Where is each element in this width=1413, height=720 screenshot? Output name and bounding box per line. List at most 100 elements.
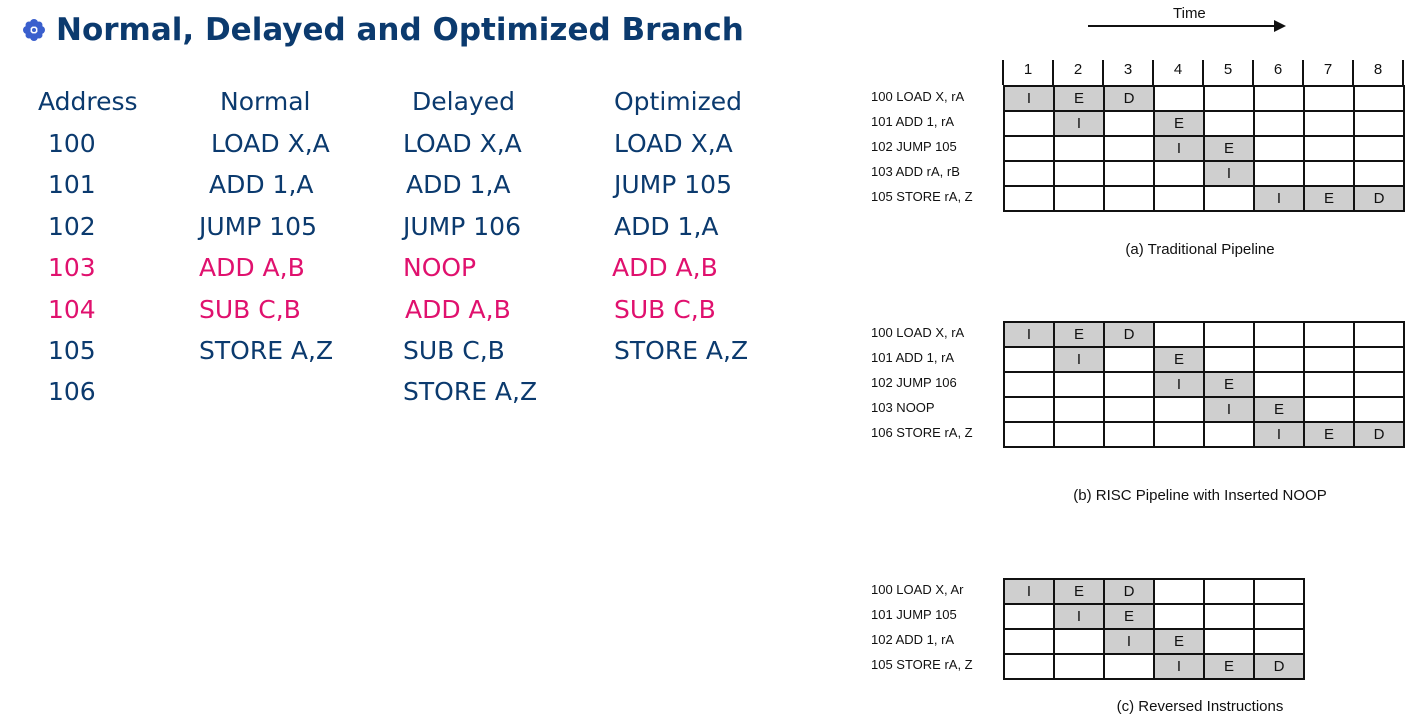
pipeline-cell [1155,323,1205,348]
instruction-label: 100 LOAD X, rA [871,89,965,104]
pipeline-cell: E [1105,605,1155,630]
pipeline-cell: E [1155,112,1205,137]
instruction-label: 105 STORE rA, Z [871,657,973,672]
pipeline-cell: I [1105,630,1155,655]
pipeline-cell [1355,323,1405,348]
pipeline-cell [1205,605,1255,630]
time-tick-label: 5 [1223,61,1233,78]
instruction-label: 102 ADD 1, rA [871,632,955,647]
pipeline-cell [1305,373,1355,398]
pipeline-cell [1305,137,1355,162]
pipeline-cell: I [1005,87,1055,112]
pipeline-cell [1105,373,1155,398]
time-label: Time [1173,5,1206,22]
time-tick-label: 8 [1373,61,1383,78]
instruction-cell: STORE A,Z [199,336,334,365]
pipeline-cell [1255,373,1305,398]
pipeline-cell: I [1155,137,1205,162]
pipeline-cell: I [1055,605,1105,630]
instruction-cell: LOAD X,A [614,129,733,158]
instruction-cell: ADD A,B [199,253,305,283]
time-tick-label: 4 [1173,61,1183,78]
address-cell: 105 [48,336,96,365]
pipeline-cell [1255,87,1305,112]
pipeline-cell [1255,605,1305,630]
address-cell: 104 [48,294,96,324]
pipeline-cell [1255,137,1305,162]
pipeline-cell: D [1255,655,1305,680]
instruction-label: 102 JUMP 105 [871,139,957,154]
pipeline-cell: E [1205,655,1255,680]
pipeline-cell [1005,630,1055,655]
instruction-cell: STORE A,Z [614,336,749,365]
instruction-cell: SUB C,B [199,294,301,324]
column-header-normal: Normal [220,87,311,116]
address-cell: 100 [48,129,96,158]
pipeline-cell [1305,348,1355,373]
pipeline-cell: E [1155,348,1205,373]
pipeline-cell [1105,137,1155,162]
pipeline-cell [1255,630,1305,655]
instruction-cell: ADD 1,A [406,170,511,200]
pipeline-cell: I [1005,323,1055,348]
pipeline-cell [1055,187,1105,212]
pipeline-cell [1055,398,1105,423]
column-header-delayed: Delayed [412,87,515,116]
pipeline-cell [1355,398,1405,423]
diagram-caption: (b) RISC Pipeline with Inserted NOOP [1073,487,1327,504]
instruction-cell: JUMP 105 [614,170,732,200]
pipeline-cell [1205,348,1255,373]
address-cell: 106 [48,377,96,407]
pipeline-cell [1255,162,1305,187]
pipeline-cell [1355,348,1405,373]
tick-line [1202,60,1204,85]
instruction-label: 101 JUMP 105 [871,607,957,622]
pipeline-cell [1005,162,1055,187]
instruction-label: 101 ADD 1, rA [871,350,955,365]
instruction-cell: ADD 1,A [614,211,719,241]
instruction-cell: ADD A,B [405,294,511,324]
tick-line [1402,60,1404,85]
pipeline-cell: D [1355,187,1405,212]
tick-line [1152,60,1154,85]
pipeline-cell [1105,655,1155,680]
instruction-label: 106 STORE rA, Z [871,425,973,440]
pipeline-cell: D [1105,87,1155,112]
time-tick-label: 7 [1323,61,1333,78]
pipeline-cell [1305,398,1355,423]
pipeline-cell [1055,162,1105,187]
pipeline-cell [1205,112,1255,137]
pipeline-cell: E [1305,423,1355,448]
column-header-optimized: Optimized [614,87,742,116]
address-cell: 103 [48,253,96,283]
pipeline-cell: I [1255,187,1305,212]
instruction-cell: SUB C,B [614,294,716,324]
pipeline-cell [1205,87,1255,112]
tick-line [1102,60,1104,85]
instruction-label: 102 JUMP 106 [871,375,957,390]
column-header-address: Address [38,87,138,116]
pipeline-cell [1205,580,1255,605]
pipeline-cell [1005,187,1055,212]
time-arrow-icon [1088,20,1286,32]
address-cell: 101 [48,170,96,200]
pipeline-cell: I [1055,112,1105,137]
instruction-cell: STORE A,Z [403,377,538,407]
pipeline-cell [1355,87,1405,112]
pipeline-cell [1105,423,1155,448]
instruction-cell: NOOP [403,253,477,283]
instruction-cell: ADD A,B [612,253,718,283]
pipeline-cell [1205,630,1255,655]
pipeline-cell [1305,162,1355,187]
pipeline-cell [1155,423,1205,448]
instruction-cell: LOAD X,A [403,129,522,158]
pipeline-cell [1055,423,1105,448]
pipeline-cell: E [1055,580,1105,605]
instruction-label: 100 LOAD X, Ar [871,582,964,597]
tick-line [1302,60,1304,85]
diagram-caption: (a) Traditional Pipeline [1125,241,1275,258]
pipeline-cell [1155,605,1205,630]
